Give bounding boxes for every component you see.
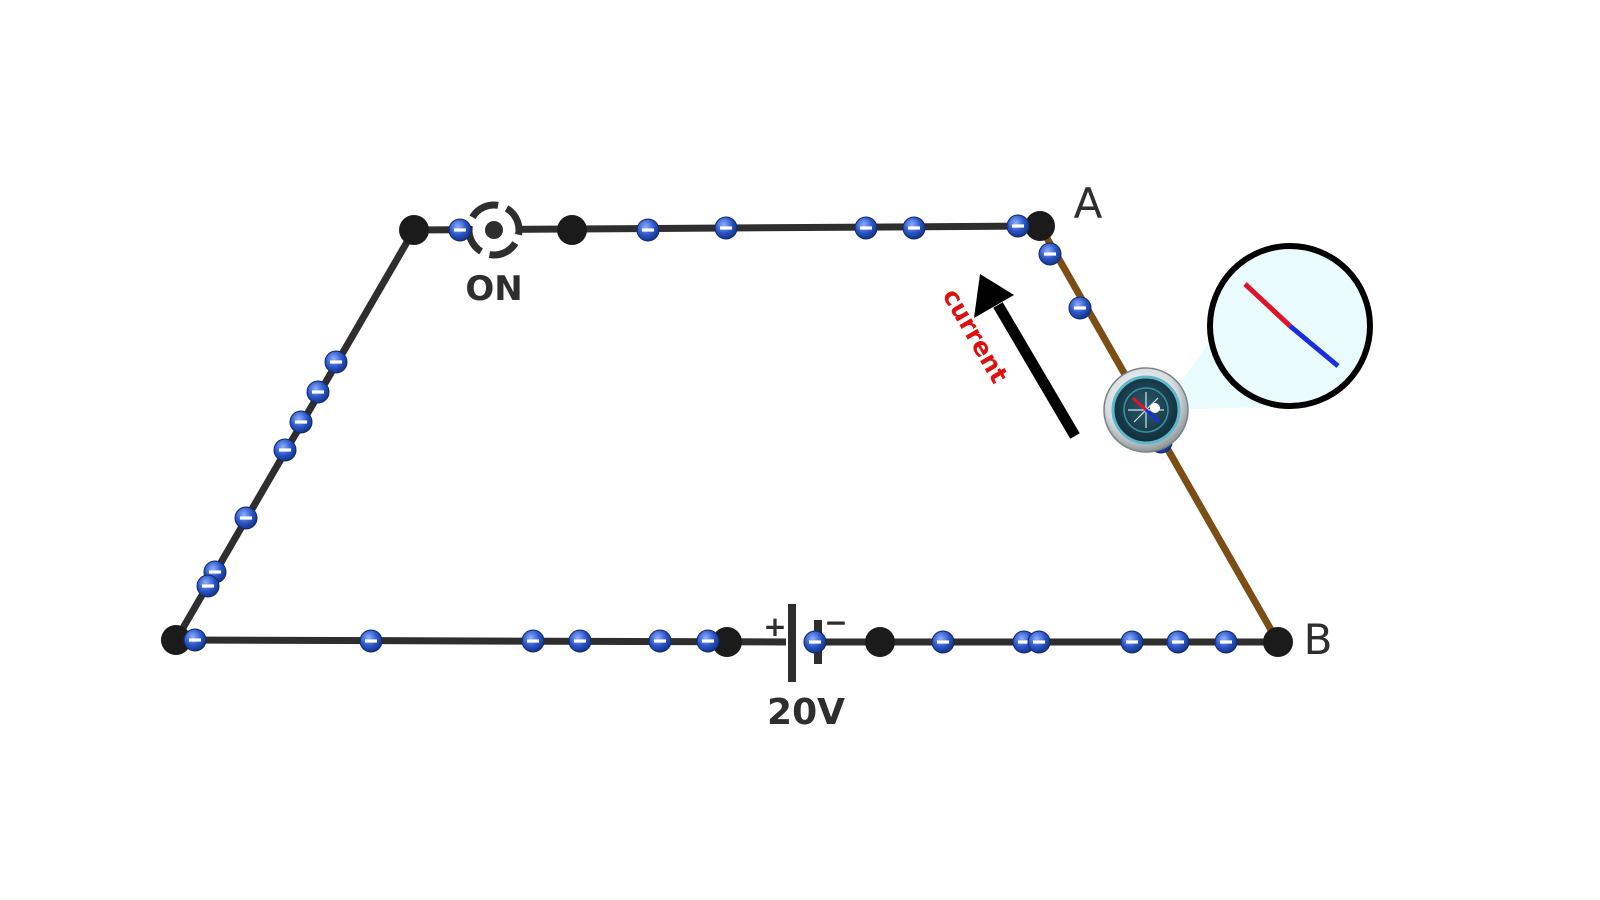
electron — [714, 216, 738, 240]
electron — [521, 629, 545, 653]
electron-minus-sign — [1018, 640, 1030, 644]
electron-minus-sign — [1126, 640, 1138, 644]
electron — [636, 218, 660, 242]
electron-minus-sign — [809, 640, 821, 644]
node-a — [1025, 211, 1055, 241]
electron — [1214, 630, 1238, 654]
electron-minus-sign — [654, 639, 666, 643]
electron-minus-sign — [1172, 640, 1184, 644]
electron — [234, 506, 258, 530]
electron — [931, 630, 955, 654]
electrons — [183, 214, 1238, 654]
compass-icon — [1103, 367, 1189, 453]
electron-minus-sign — [365, 639, 377, 643]
electron — [902, 216, 926, 240]
compass-needle-north — [1131, 396, 1148, 412]
electron — [359, 629, 383, 653]
wire-bottom-left — [172, 636, 792, 646]
nodes: A B — [161, 179, 1332, 664]
electron-minus-sign — [209, 570, 221, 574]
electron — [854, 216, 878, 240]
electron — [696, 629, 720, 653]
electron — [1166, 630, 1190, 654]
electron-minus-sign — [527, 639, 539, 643]
electron — [324, 350, 348, 374]
node-bottom-left — [161, 625, 191, 655]
electron-minus-sign — [908, 226, 920, 230]
electron — [273, 438, 297, 462]
electron-minus-sign — [1033, 640, 1045, 644]
electron-minus-sign — [295, 420, 307, 424]
compass-inner-ring — [1123, 387, 1169, 433]
electron-minus-sign — [279, 448, 291, 452]
electron — [648, 629, 672, 653]
electron-minus-sign — [202, 584, 214, 588]
node-b-label: B — [1304, 615, 1333, 664]
electron — [568, 629, 592, 653]
electron — [196, 574, 220, 598]
node-b — [1263, 627, 1293, 657]
electron — [289, 410, 313, 434]
electron-minus-sign — [454, 228, 466, 232]
compass-pivot — [1150, 403, 1160, 413]
electron — [1120, 630, 1144, 654]
current-indicator: current — [937, 274, 1080, 439]
electron-minus-sign — [1044, 252, 1056, 256]
electron — [1038, 242, 1062, 266]
switch-center-dot — [485, 221, 503, 239]
electron-minus-sign — [860, 226, 872, 230]
current-arrow-head — [974, 274, 1014, 318]
electron-minus-sign — [189, 638, 201, 642]
electron-minus-sign — [702, 639, 714, 643]
electron-minus-sign — [312, 390, 324, 394]
node-switch-right — [557, 215, 587, 245]
node-battery-right — [865, 627, 895, 657]
electron — [1027, 630, 1051, 654]
electron — [183, 628, 207, 652]
electron-minus-sign — [642, 228, 654, 232]
electron-minus-sign — [240, 516, 252, 520]
current-arrow-shaft — [993, 302, 1080, 439]
electron — [803, 630, 827, 654]
node-battery-left — [712, 627, 742, 657]
electron-minus-sign — [720, 226, 732, 230]
electron-minus-sign — [1012, 224, 1024, 228]
battery-negative-symbol: − — [824, 606, 847, 639]
magnifier-needle-south — [1288, 324, 1340, 368]
node-top-left — [399, 215, 429, 245]
electron-minus-sign — [330, 360, 342, 364]
switch-state-label: ON — [465, 269, 522, 309]
battery: + − 20V — [763, 604, 848, 733]
electron-minus-sign — [574, 639, 586, 643]
electron-minus-sign — [1220, 640, 1232, 644]
electron — [1006, 214, 1030, 238]
electron-minus-sign — [1074, 306, 1086, 310]
switch[interactable]: ON — [460, 196, 529, 309]
compass-magnifier — [1207, 243, 1373, 409]
battery-positive-symbol: + — [763, 610, 786, 643]
magnifier-needle-north — [1243, 282, 1292, 328]
electron-minus-sign — [937, 640, 949, 644]
battery-voltage-label: 20V — [767, 692, 845, 733]
electron — [1068, 296, 1092, 320]
electron — [448, 218, 472, 242]
node-a-label: A — [1074, 179, 1103, 228]
compass-needle-south — [1144, 408, 1161, 424]
electron — [306, 380, 330, 404]
